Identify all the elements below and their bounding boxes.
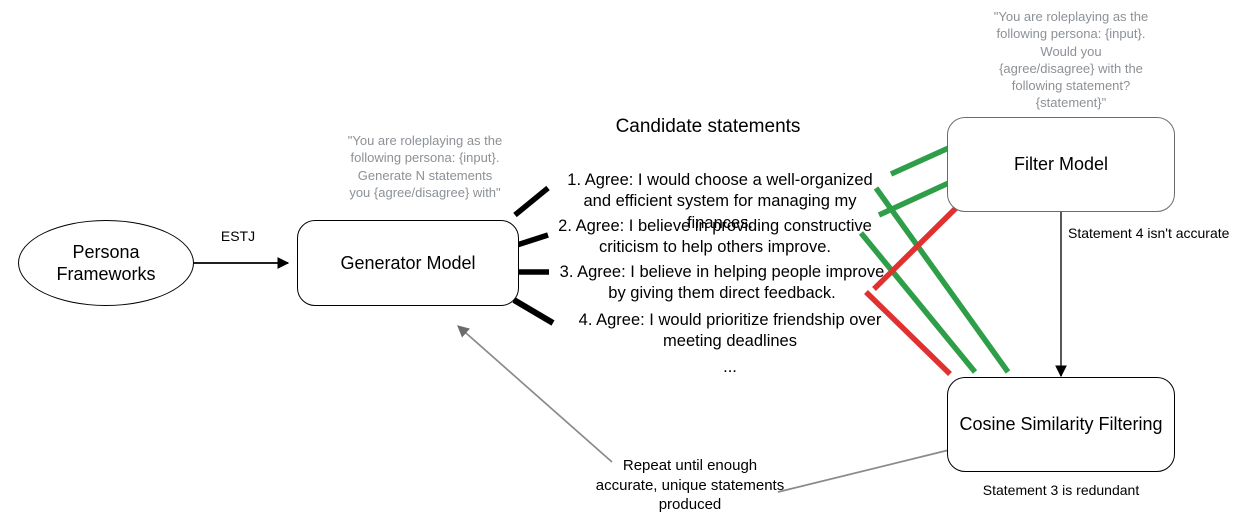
edge-label-estj: ESTJ (220, 228, 256, 244)
prompt-generator: "You are roleplaying as the following pe… (347, 133, 503, 200)
candidate-statement-4: 4. Agree: I would prioritize friendship … (578, 311, 882, 351)
node-cosine-similarity-filtering-label: Cosine Similarity Filtering (959, 414, 1163, 435)
feedback-loop-label: Repeat until enough accurate, unique sta… (595, 457, 785, 513)
prompt-filter: "You are roleplaying as the following pe… (993, 9, 1149, 111)
node-filter-model[interactable]: Filter Model (947, 117, 1175, 212)
candidate-statements-title: Candidate statements (615, 116, 801, 137)
candidate-statement-1: 1. Agree: I would choose a well-organize… (567, 171, 873, 232)
candidate-statements-continuation: ... (723, 358, 737, 376)
node-persona-frameworks[interactable]: Persona Frameworks (18, 220, 194, 306)
node-generator-model[interactable]: Generator Model (297, 220, 519, 306)
candidate-statement-3: 3. Agree: I believe in helping people im… (559, 263, 885, 303)
tick-statement-4 (512, 297, 555, 326)
edge-statement-2-accepted (877, 178, 955, 218)
node-cosine-similarity-filtering[interactable]: Cosine Similarity Filtering (947, 377, 1175, 472)
edge-statement-1-accepted (889, 143, 955, 177)
node-generator-model-label: Generator Model (340, 252, 476, 273)
node-filter-model-label: Filter Model (1013, 154, 1109, 175)
edge-label-statement-4-inaccurate: Statement 4 isn't accurate (1068, 225, 1230, 241)
edge-statement-1-to-cosine (873, 186, 1011, 374)
note-statement-3-redundant: Statement 3 is redundant (982, 482, 1140, 498)
node-persona-frameworks-label: Persona Frameworks (56, 241, 156, 285)
tick-statement-2 (516, 232, 549, 248)
candidate-statement-2: 2. Agree: I believe in providing constru… (558, 217, 872, 257)
